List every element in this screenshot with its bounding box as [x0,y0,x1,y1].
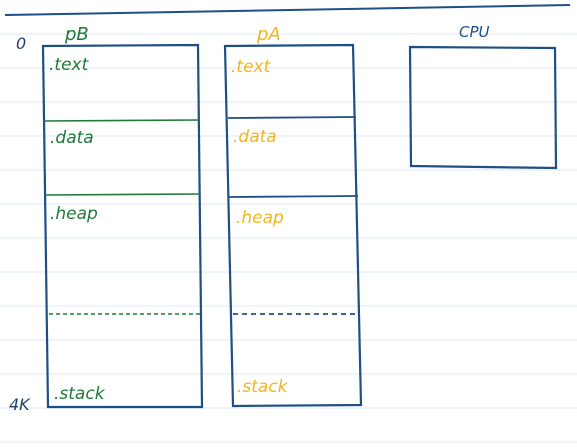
process-pb-divider-data [43,119,200,122]
process-pb: pB .text .data .heap .stack [41,24,204,409]
process-pb-title: pB [64,24,89,45]
process-pb-divider-heap [44,193,201,196]
pb-segment-heap: .heap [50,204,98,224]
address-top-label: 0 [16,34,26,53]
pa-segment-text: .text [231,57,272,77]
process-pb-frame [41,43,204,409]
pb-segment-stack: .stack [54,384,106,404]
process-pa-divider-heap [228,195,359,198]
pa-segment-data: .data [233,127,277,147]
ruled-lines [0,33,577,443]
cpu-box [408,45,558,170]
top-divider-line [4,4,571,16]
cpu-block: CPU [408,23,558,170]
pa-segment-stack: .stack [237,377,289,397]
cpu-title: CPU [459,23,490,41]
address-bottom-label: 4K [9,395,31,414]
process-pa: pA .text .data .heap .stack [223,24,363,408]
process-pa-title: pA [256,24,281,45]
pa-segment-heap: .heap [236,208,284,228]
pb-segment-data: .data [50,128,94,148]
process-pa-frame [223,43,363,408]
process-pa-divider-data [227,116,357,119]
pb-segment-text: .text [49,55,90,75]
